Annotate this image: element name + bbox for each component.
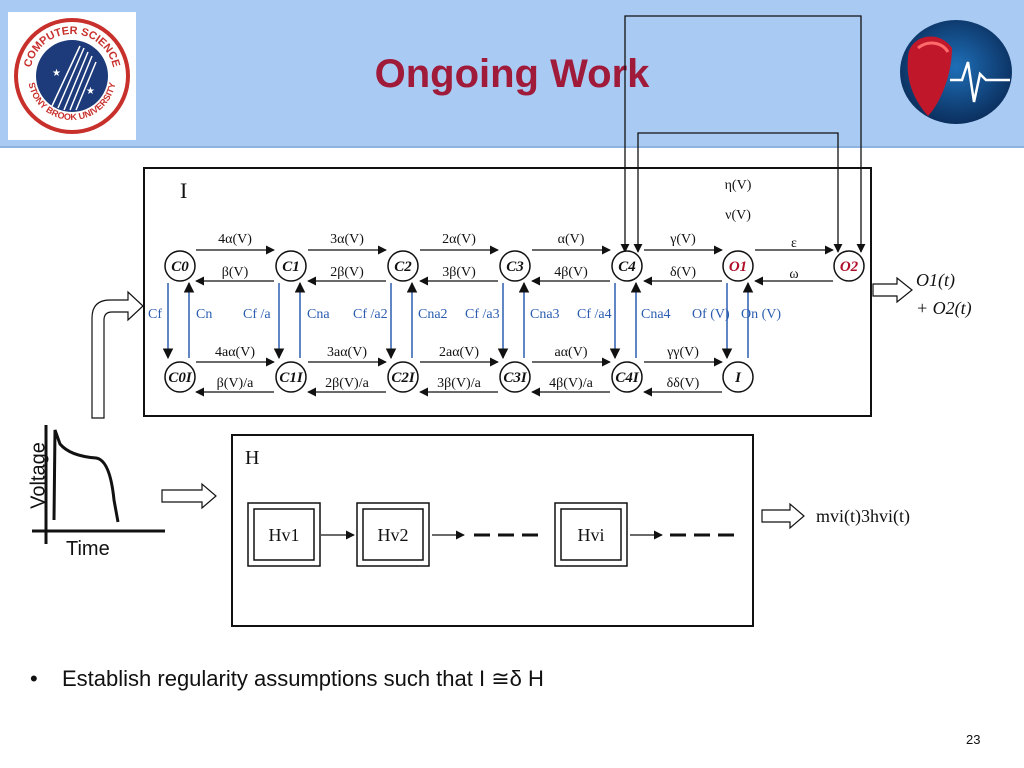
rate-label: β(V): [222, 265, 249, 280]
vertical-rate-label: Cna4: [641, 307, 671, 322]
output-label-o2: + O2(t): [916, 298, 972, 319]
state-node: C0I: [164, 361, 196, 393]
vertical-rate-label: On (V): [741, 307, 781, 322]
vertical-rate-label: Cf: [148, 307, 162, 322]
model-h-label: H: [245, 447, 259, 469]
vertical-rate-label: Cf /a4: [577, 307, 612, 322]
state-node-label: C4: [618, 259, 636, 275]
state-node-label: C3: [506, 259, 524, 275]
state-node-label: C3I: [503, 370, 528, 386]
rate-label: γγ(V): [666, 345, 699, 360]
state-node-label: O2: [840, 259, 859, 275]
top-transitions: [195, 245, 834, 286]
hh-component-box: Hvi: [554, 502, 628, 567]
feedback-inner-line: [633, 132, 843, 253]
rate-label: 2α(V): [442, 232, 476, 247]
time-axis-label: Time: [66, 538, 110, 560]
rate-label: 4β(V): [554, 265, 588, 280]
heart-ecg-icon: [898, 18, 1014, 126]
rate-label: 4β(V)/a: [549, 376, 593, 391]
page-number: 23: [966, 732, 981, 747]
vertical-rate-label: Cna3: [530, 307, 560, 322]
feedback-label-nu: ν(V): [725, 208, 751, 223]
vertical-rate-label: Cna2: [418, 307, 448, 322]
state-node: C4I: [611, 361, 643, 393]
state-node: C0: [164, 250, 196, 282]
rate-label: α(V): [558, 232, 585, 247]
rate-label: 3aα(V): [327, 345, 367, 360]
state-node-label: C4I: [615, 370, 640, 386]
input-arrow-h: [161, 482, 217, 510]
rate-label: aα(V): [555, 345, 588, 360]
bottom-transitions: [195, 357, 723, 397]
slide-header: [0, 0, 1024, 148]
rate-label: 2aα(V): [439, 345, 479, 360]
output-label-h: mvi(t)3hvi(t): [816, 506, 910, 527]
hh-box-label: Hv2: [378, 525, 409, 545]
hh-component-box: Hv2: [356, 502, 430, 567]
rate-label: 4α(V): [218, 232, 252, 247]
input-arrow-bent: [91, 290, 144, 419]
vertical-rate-label: Cf /a2: [353, 307, 388, 322]
state-node: C2: [387, 250, 419, 282]
svg-text:★: ★: [86, 86, 95, 97]
bullet-text: Establish regularity assumptions such th…: [62, 666, 544, 691]
state-node: C3: [499, 250, 531, 282]
vertical-rate-label: Cf /a: [243, 307, 271, 322]
state-node-label: C2: [394, 259, 412, 275]
state-node-open: O2: [833, 250, 865, 282]
vertical-rate-label: Cn: [196, 307, 212, 322]
feedback-label-eta: η(V): [725, 178, 752, 193]
voltage-plot: [32, 425, 165, 544]
state-node: C1I: [275, 361, 307, 393]
vertical-rate-label: Cna: [307, 307, 330, 322]
state-node-open: O1: [722, 250, 754, 282]
state-node: C2I: [387, 361, 419, 393]
state-node-label: C0: [171, 259, 189, 275]
svg-text:★: ★: [52, 68, 61, 79]
rate-label: 3β(V): [442, 265, 476, 280]
hh-component-box: Hv1: [247, 502, 321, 567]
vertical-rate-label: Cf /a3: [465, 307, 500, 322]
rate-label: β(V)/a: [217, 376, 254, 391]
state-node: C4: [611, 250, 643, 282]
rate-label: γ(V): [669, 232, 696, 247]
state-node-label: C0I: [168, 370, 193, 386]
state-node-label: C2I: [391, 370, 416, 386]
rate-label: ε: [791, 236, 797, 251]
state-node-label: O1: [729, 259, 747, 275]
computer-science-logo: COMPUTER SCIENCE STONY BROOK UNIVERSITY …: [8, 12, 136, 140]
bullet-item: • Establish regularity assumptions such t…: [30, 666, 544, 692]
rate-label: 3α(V): [330, 232, 364, 247]
output-arrow-i: [872, 276, 913, 304]
rate-label: δ(V): [670, 265, 696, 280]
rate-label: 3β(V)/a: [437, 376, 481, 391]
rate-label: δδ(V): [667, 376, 700, 391]
state-node-label: C1: [282, 259, 300, 275]
rate-label: 4aα(V): [215, 345, 255, 360]
rate-label: 2β(V)/a: [325, 376, 369, 391]
hh-box-label: Hvi: [578, 525, 605, 545]
voltage-axis-label: Voltage: [27, 442, 50, 509]
state-node-label: I: [734, 370, 742, 386]
bullet-dot: •: [30, 666, 38, 691]
vertical-rate-label: Of (V): [692, 307, 730, 322]
state-node-label: C1I: [279, 370, 304, 386]
output-arrow-h: [761, 502, 805, 530]
vertical-transitions: [162, 281, 754, 360]
state-node: C1: [275, 250, 307, 282]
feedback-outer-line: [620, 15, 866, 253]
state-node: C3I: [499, 361, 531, 393]
hh-box-label: Hv1: [269, 525, 300, 545]
output-label-o1: O1(t): [916, 270, 955, 291]
model-i-label: I: [180, 178, 187, 203]
slide-title: Ongoing Work: [374, 52, 650, 96]
state-node: I: [722, 361, 754, 393]
rate-label: ω: [789, 267, 798, 282]
rate-label: 2β(V): [330, 265, 364, 280]
